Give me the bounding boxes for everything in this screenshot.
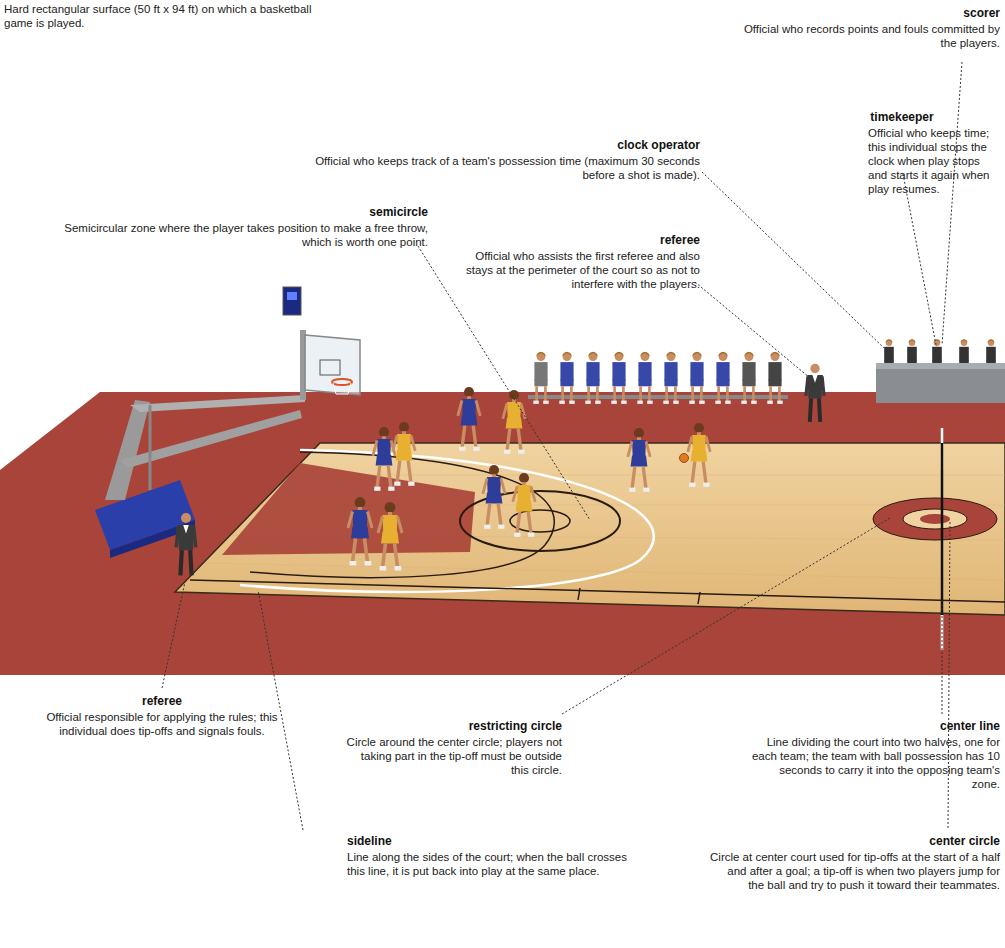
center-circle	[903, 509, 967, 529]
free-throw-semicircle	[460, 491, 620, 551]
referee-figure	[176, 513, 196, 575]
restricting-circle	[873, 498, 997, 540]
part-name: referee	[460, 233, 700, 247]
part-description: Official who records points and fouls co…	[740, 22, 1000, 50]
part-name: clock operator	[400, 138, 700, 152]
part-name: timekeeper	[807, 110, 997, 124]
basket-support	[95, 287, 360, 558]
part-description: Circle around the center circle; players…	[342, 735, 562, 777]
part-name: center circle	[710, 834, 1000, 848]
part-description: Line along the sides of the court; when …	[347, 850, 627, 878]
court-surface	[175, 443, 1005, 615]
scorers-table	[876, 339, 1005, 403]
players	[348, 387, 710, 571]
part-description: Circle at center court used for tip-offs…	[710, 850, 1000, 892]
sideline-mark	[190, 580, 1005, 602]
center-line-mark	[941, 443, 944, 615]
part-name: referee	[62, 694, 262, 708]
part-description: Line dividing the court into two halves,…	[750, 735, 1000, 791]
part-description: Hard rectangular surface (50 ft x 94 ft)…	[4, 2, 324, 30]
leader-lines	[162, 62, 962, 830]
team-bench	[528, 352, 788, 404]
part-name: restricting circle	[342, 719, 562, 733]
part-description: Official responsible for applying the ru…	[42, 710, 282, 738]
part-description: Official who keeps time; this individual…	[868, 126, 1002, 196]
part-name: center line	[750, 719, 1000, 733]
three-point-line	[240, 450, 654, 592]
part-description: Semicircular zone where the player takes…	[38, 221, 428, 249]
part-description: Official who keeps track of a team's pos…	[310, 154, 700, 182]
referee-figure	[806, 364, 824, 422]
part-name: sideline	[347, 834, 627, 848]
floor	[0, 392, 1005, 675]
part-name: scorer	[740, 6, 1000, 20]
free-throw-lane	[222, 463, 475, 555]
part-description: Official who assists the first referee a…	[460, 249, 700, 291]
part-name: semicircle	[128, 205, 428, 219]
